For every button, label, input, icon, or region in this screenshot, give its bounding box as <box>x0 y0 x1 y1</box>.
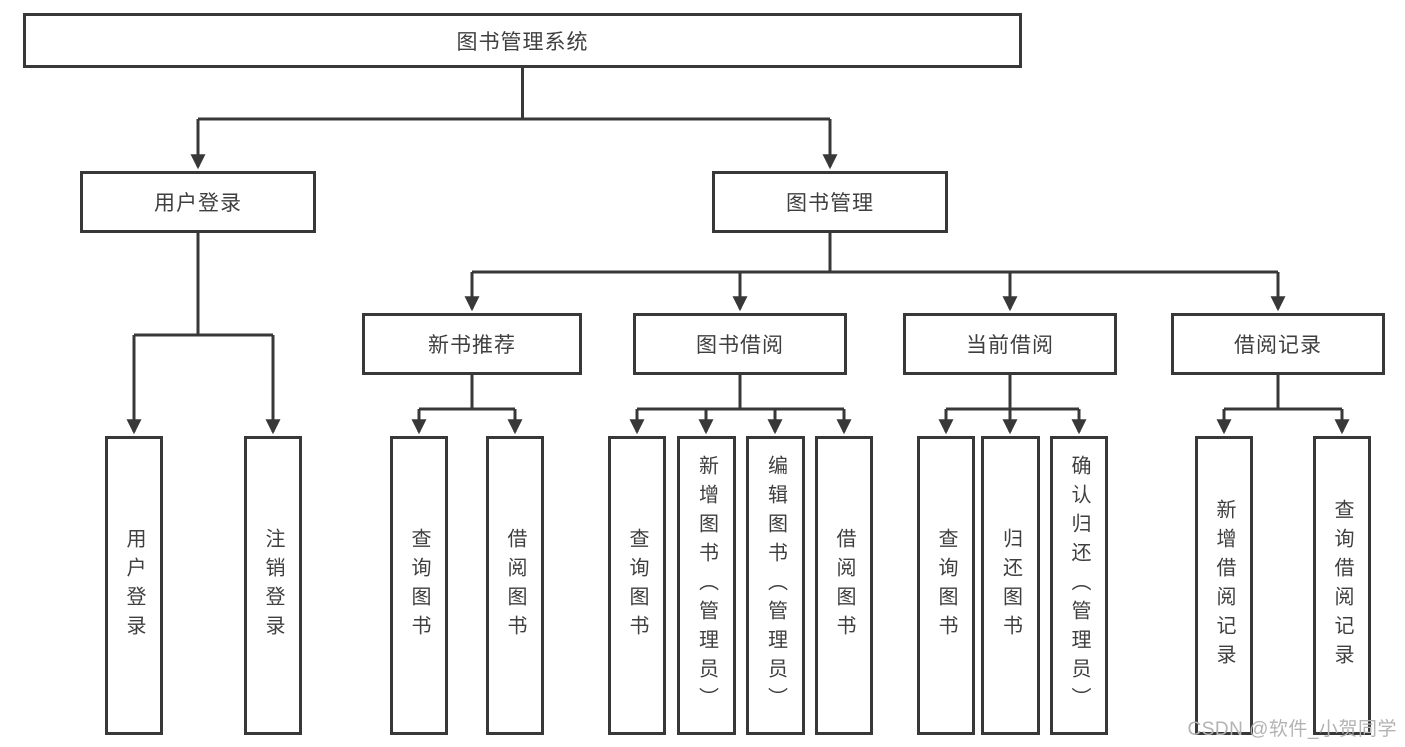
leaf-query-books-recommend: 查询图书 <box>390 436 448 735</box>
leaf-confirm-return-admin: 确认归还（管理员） <box>1050 436 1108 735</box>
node-new-book-recommendation: 新书推荐 <box>362 313 582 375</box>
leaf-user-login: 用户登录 <box>105 436 163 735</box>
node-book-borrowing: 图书借阅 <box>633 313 847 375</box>
leaf-query-books-current: 查询图书 <box>917 436 975 735</box>
node-library-management-system: 图书管理系统 <box>23 13 1022 68</box>
leaf-query-borrow-record: 查询借阅记录 <box>1313 436 1371 735</box>
node-borrowing-records: 借阅记录 <box>1171 313 1385 375</box>
leaf-borrow-books-borrowing: 借阅图书 <box>815 436 873 735</box>
node-user-login-branch: 用户登录 <box>80 171 316 233</box>
leaf-return-books: 归还图书 <box>981 436 1040 735</box>
leaf-edit-book-admin: 编辑图书（管理员） <box>746 436 805 735</box>
node-current-borrowing: 当前借阅 <box>903 313 1117 375</box>
leaf-query-books-borrowing: 查询图书 <box>608 436 666 735</box>
leaf-add-book-admin: 新增图书（管理员） <box>677 436 736 735</box>
node-book-management-branch: 图书管理 <box>712 171 948 233</box>
leaf-borrow-books-recommend: 借阅图书 <box>486 436 544 735</box>
csdn-watermark: CSDN @软件_小贺同学 <box>1187 719 1397 740</box>
leaf-add-borrow-record: 新增借阅记录 <box>1195 436 1253 735</box>
leaf-logout: 注销登录 <box>244 436 302 735</box>
